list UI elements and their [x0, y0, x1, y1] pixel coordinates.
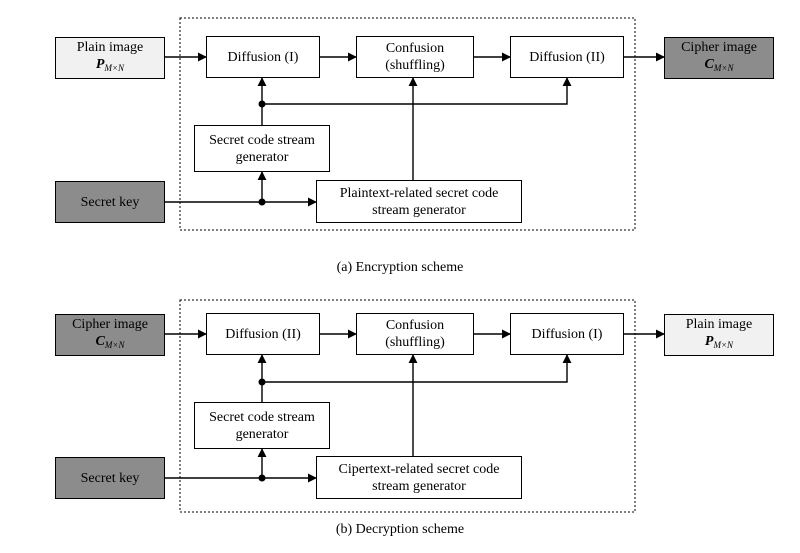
dec-branch-to-diff2: [262, 354, 572, 383]
enc-junction-lower: [258, 198, 266, 206]
enc-related-gen-line1: Plaintext-related secret code: [339, 185, 499, 201]
dec-secret-gen-line1: Secret code stream: [209, 409, 315, 425]
encryption-caption: (a) Encryption scheme: [336, 260, 464, 275]
dec-ciphertext-related-generator-box: Cipertext-related secret code stream gen…: [316, 456, 522, 499]
enc-secret-key-box: Secret key: [55, 181, 165, 223]
dec-related-gen-line2: stream generator: [372, 478, 466, 494]
dec-junction-lower: [258, 474, 266, 482]
enc-plain-image-label: Plain image: [76, 40, 144, 55]
dec-cipher-image-label: Cipher image: [72, 317, 148, 332]
dec-related-gen-line1: Cipertext-related secret code: [338, 461, 500, 477]
enc-cipher-image-label: Cipher image: [681, 40, 757, 55]
enc-diffusion-2-label: Diffusion (II): [529, 49, 605, 65]
enc-secret-code-generator-box: Secret code stream generator: [194, 125, 330, 172]
dec-junction-upper: [258, 378, 266, 386]
dec-diffusion-2-label: Diffusion (I): [531, 326, 603, 342]
dec-confusion-box: Confusion (shuffling): [356, 313, 474, 355]
enc-cipher-image-box: Cipher image CM×N: [664, 37, 774, 79]
dec-plain-image-label: Plain image: [685, 317, 753, 332]
enc-cipher-image-symbol: CM×N: [704, 57, 734, 73]
enc-related-gen-line2: stream generator: [372, 202, 466, 218]
enc-junction-upper: [258, 100, 266, 108]
dec-diffusion-1-label: Diffusion (II): [225, 326, 301, 342]
dec-secret-key-box: Secret key: [55, 457, 165, 499]
enc-confusion-line1: Confusion: [385, 41, 445, 56]
enc-confusion-box: Confusion (shuffling): [356, 36, 474, 78]
enc-confusion-line2: (shuffling): [385, 58, 445, 73]
enc-branch-to-diff2: [262, 77, 572, 105]
decryption-boundary: [179, 299, 636, 513]
dec-cipher-image-box: Cipher image CM×N: [55, 314, 165, 356]
encryption-boundary: [179, 17, 636, 231]
enc-plain-image-box: Plain image PM×N: [55, 37, 165, 79]
enc-plaintext-related-generator-box: Plaintext-related secret code stream gen…: [316, 180, 522, 223]
enc-diffusion-2-box: Diffusion (II): [510, 36, 624, 78]
dec-diffusion-1-box: Diffusion (II): [206, 313, 320, 355]
enc-diffusion-1-label: Diffusion (I): [227, 49, 299, 65]
dec-plain-image-symbol: PM×N: [704, 334, 734, 350]
enc-secret-gen-line1: Secret code stream: [209, 132, 315, 148]
dec-plain-image-box: Plain image PM×N: [664, 314, 774, 356]
dec-confusion-line2: (shuffling): [385, 335, 445, 350]
enc-secret-gen-line2: generator: [235, 149, 289, 165]
dec-secret-gen-line2: generator: [235, 426, 289, 442]
decryption-caption: (b) Decryption scheme: [335, 522, 465, 537]
dec-confusion-line1: Confusion: [385, 318, 445, 333]
dec-secret-code-generator-box: Secret code stream generator: [194, 402, 330, 449]
enc-diffusion-1-box: Diffusion (I): [206, 36, 320, 78]
enc-plain-image-symbol: PM×N: [95, 57, 125, 73]
dec-cipher-image-symbol: CM×N: [95, 334, 125, 350]
dec-secret-key-label: Secret key: [80, 470, 140, 486]
enc-secret-key-label: Secret key: [80, 194, 140, 210]
dec-diffusion-2-box: Diffusion (I): [510, 313, 624, 355]
